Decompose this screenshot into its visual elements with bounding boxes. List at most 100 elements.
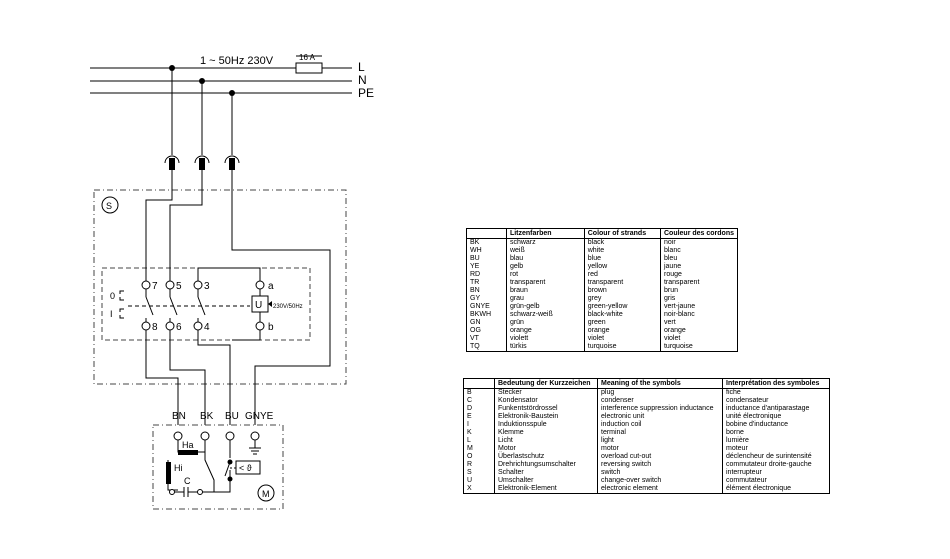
motor-block-border (152, 424, 284, 510)
table-cell: TR (466, 279, 507, 287)
table-cell: noir (659, 238, 739, 247)
table-cell: türkis (505, 343, 585, 352)
table-cell: lumière (722, 437, 830, 445)
capacitor-label: C (184, 476, 191, 486)
motor-terminal (250, 431, 260, 441)
table-cell: turquoise (583, 343, 661, 352)
contact-label-7: 7 (152, 281, 158, 292)
symbols-table: Bedeutung der Kurzzeichen Meaning of the… (463, 378, 830, 494)
electronic-unit-rating: 230V/50Hz (273, 304, 303, 310)
table-cell: commutateur (722, 477, 830, 485)
table-header-cell: Bedeutung der Kurzzeichen (494, 378, 598, 389)
table-cell: Elektronik-Baustein (494, 413, 598, 421)
motor-terminal (200, 431, 210, 441)
table-cell: noir-blanc (659, 311, 739, 319)
winding-label-ha: Ha (182, 440, 194, 450)
table-cell: change-over switch (597, 477, 723, 485)
table-cell: orange (659, 327, 739, 335)
table-cell: D (463, 405, 495, 413)
motor-terminal (225, 431, 235, 441)
table-cell: I (463, 421, 495, 429)
table-cell: electronic element (597, 485, 723, 494)
table-cell: GN (466, 319, 507, 327)
table-cell: green (583, 319, 661, 327)
fuse-label: 16 A (299, 53, 316, 62)
table-cell: interrupteur (722, 469, 830, 477)
table-cell: Drehrichtungsumschalter (494, 461, 598, 469)
table-cell: violett (505, 335, 585, 343)
table-cell: black (583, 238, 661, 247)
table-cell: gelb (505, 263, 585, 271)
rail-label-n: N (358, 73, 367, 87)
table-cell: B (463, 388, 495, 397)
table-cell: GY (466, 295, 507, 303)
table-cell: schwarz-weiß (505, 311, 585, 319)
wire-label-gnye: GNYE (245, 411, 274, 422)
table-cell: green-yellow (583, 303, 661, 311)
table-cell: brown (583, 287, 661, 295)
table-header-cell (463, 378, 495, 389)
table-cell: élément électronique (722, 485, 830, 494)
table-cell: grau (505, 295, 585, 303)
table-cell: brun (659, 287, 739, 295)
table-header-row: Bedeutung der Kurzzeichen Meaning of the… (463, 378, 830, 389)
table-cell: blau (505, 255, 585, 263)
table-cell: VT (466, 335, 507, 343)
table-header-cell: Litzenfarben (505, 228, 585, 239)
contact-label-3: 3 (204, 281, 210, 292)
table-cell: inductance d'antiparastage (722, 405, 830, 413)
table-cell: L (463, 437, 495, 445)
plug-symbol (169, 158, 235, 170)
table-cell: fiche (722, 388, 830, 397)
table-cell: violet (583, 335, 661, 343)
table-cell: bleu (659, 255, 739, 263)
table-cell: switch (597, 469, 723, 477)
wire-label-bk: BK (200, 411, 214, 422)
table-cell: reversing switch (597, 461, 723, 469)
table-header-cell: Interprétation des symboles (722, 378, 830, 389)
table-cell: grün-gelb (505, 303, 585, 311)
table-header-cell (466, 228, 507, 239)
contact-label-b: b (268, 322, 274, 333)
table-cell: Überlastschutz (494, 453, 598, 461)
table-cell: transparent (505, 279, 585, 287)
table-cell: vert (659, 319, 739, 327)
table-cell: déclencheur de surintensité (722, 453, 830, 461)
wire-label-bu: BU (225, 411, 239, 422)
table-cell: Klemme (494, 429, 598, 437)
table-cell: grün (505, 319, 585, 327)
position-label-0: 0 (110, 291, 115, 301)
table-cell: R (463, 461, 495, 469)
table-cell: turquoise (659, 343, 739, 352)
table-cell: schwarz (505, 238, 585, 247)
table-cell: braun (505, 287, 585, 295)
winding-hi (166, 462, 171, 484)
table-cell: blanc (659, 247, 739, 255)
table-cell: plug (597, 388, 723, 397)
table-cell: E (463, 413, 495, 421)
table-cell: vert-jaune (659, 303, 739, 311)
table-cell: BK (466, 238, 507, 247)
table-cell: Stecker (494, 388, 598, 397)
contact-terminal (141, 321, 151, 331)
contact-terminal (193, 321, 203, 331)
table-cell: transparent (659, 279, 739, 287)
rail-label-pe: PE (358, 86, 374, 100)
contact-terminal (141, 280, 151, 290)
motor-label: M (262, 489, 270, 499)
rail-label-l: L (358, 60, 365, 74)
